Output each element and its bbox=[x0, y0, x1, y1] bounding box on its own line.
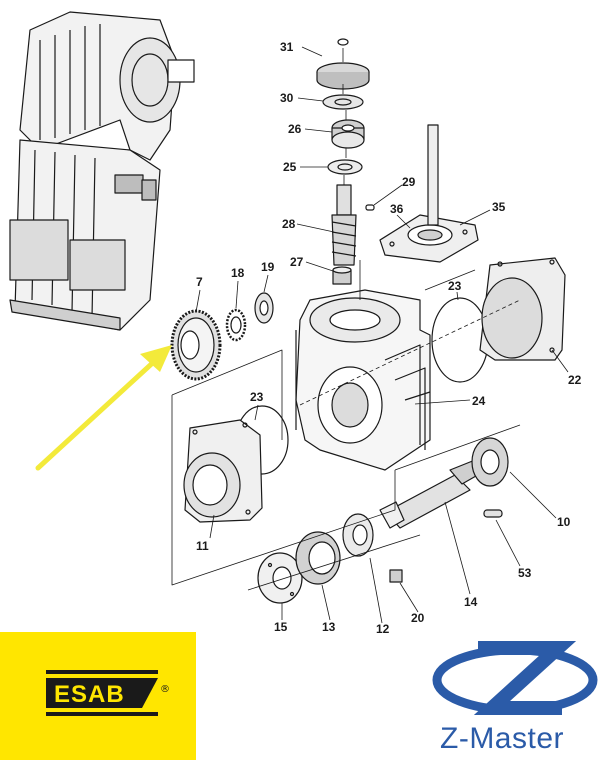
part-label-35: 35 bbox=[492, 200, 506, 214]
zmaster-logo-text: Z-Master bbox=[440, 722, 564, 755]
bearing-10 bbox=[471, 437, 509, 487]
part-label-23-right: 23 bbox=[448, 279, 462, 293]
key-53 bbox=[483, 509, 503, 518]
part-label-26: 26 bbox=[288, 122, 302, 136]
bearing-27 bbox=[332, 266, 352, 285]
part-label-30: 30 bbox=[280, 91, 294, 105]
seal-12 bbox=[342, 513, 374, 557]
flange-11 bbox=[183, 419, 263, 523]
part-label-19: 19 bbox=[261, 260, 275, 274]
part-label-27: 27 bbox=[290, 255, 304, 269]
part-label-36: 36 bbox=[390, 202, 404, 216]
esab-logo: ESAB ® bbox=[0, 632, 196, 760]
registered-mark: ® bbox=[160, 684, 170, 695]
part-label-11: 11 bbox=[196, 539, 209, 553]
leader-lines bbox=[195, 46, 569, 624]
housing-24 bbox=[295, 289, 431, 471]
cover-15 bbox=[257, 552, 303, 604]
bearing-13 bbox=[295, 531, 341, 585]
zmaster-logo-icon bbox=[432, 641, 598, 715]
part-label-10: 10 bbox=[557, 515, 571, 529]
gear-31 bbox=[316, 38, 370, 90]
esab-logo-text: ESAB bbox=[54, 681, 125, 708]
shaft-35 bbox=[427, 124, 439, 226]
assembly-guides bbox=[171, 48, 521, 591]
part-label-7: 7 bbox=[196, 275, 203, 289]
motor-illustration bbox=[9, 11, 195, 331]
part-label-15: 15 bbox=[274, 620, 288, 634]
part-label-29: 29 bbox=[402, 175, 416, 189]
esab-logo-block: ESAB bbox=[46, 678, 158, 708]
esab-logo-stripe bbox=[46, 670, 158, 674]
key-20 bbox=[389, 569, 403, 583]
part-label-31: 31 bbox=[280, 40, 294, 54]
worm-shaft-28 bbox=[331, 184, 357, 266]
part-label-25: 25 bbox=[283, 160, 297, 174]
cover-22 bbox=[479, 257, 566, 361]
key-29 bbox=[365, 204, 375, 211]
bearing-30 bbox=[322, 94, 364, 110]
part-label-18: 18 bbox=[231, 266, 245, 280]
bearing-26 bbox=[331, 119, 365, 149]
esab-logo-stripe bbox=[46, 712, 158, 716]
washer-18 bbox=[225, 308, 247, 342]
gasket-23-right bbox=[431, 297, 489, 383]
ring-19 bbox=[254, 292, 274, 324]
flange-35 bbox=[379, 214, 479, 263]
part-label-28: 28 bbox=[282, 217, 296, 231]
part-label-20: 20 bbox=[411, 611, 425, 625]
part-label-53: 53 bbox=[518, 566, 532, 580]
part-label-13: 13 bbox=[322, 620, 336, 634]
part-label-22: 22 bbox=[568, 373, 582, 387]
part-label-14: 14 bbox=[464, 595, 478, 609]
part-label-12: 12 bbox=[376, 622, 390, 636]
gear-7 bbox=[170, 309, 222, 381]
yellow-arrow-icon bbox=[35, 345, 172, 471]
part-label-23-left: 23 bbox=[250, 390, 264, 404]
exploded-view-drawing bbox=[9, 11, 569, 624]
seal-25 bbox=[327, 159, 363, 175]
part-label-24: 24 bbox=[472, 394, 486, 408]
